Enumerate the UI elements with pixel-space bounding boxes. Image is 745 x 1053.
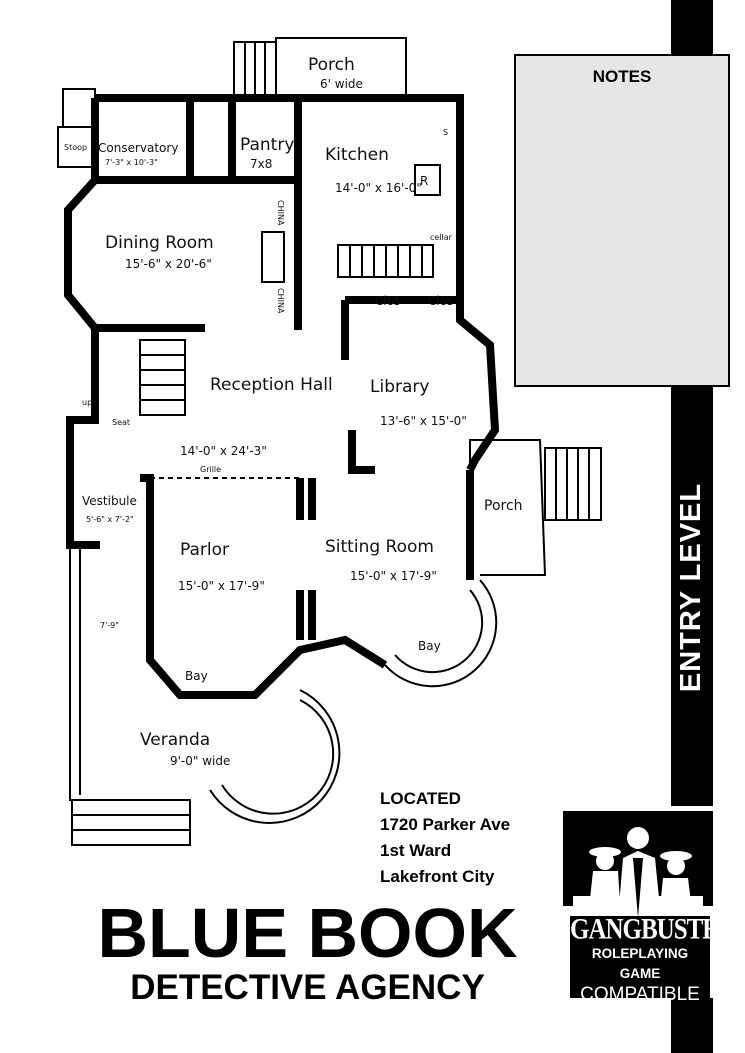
wall-north (95, 94, 464, 240)
notes-box[interactable]: NOTES (514, 54, 730, 387)
svg-text:7'-9": 7'-9" (100, 621, 119, 630)
room-label-parlor: Parlor (180, 540, 229, 560)
room-label-pantry: Pantry (240, 135, 294, 155)
room-label-sitting-room: Sitting Room (325, 537, 434, 557)
svg-text:7x8: 7x8 (250, 157, 272, 171)
svg-text:Stoop: Stoop (64, 143, 87, 152)
gangsters-silhouette-icon (563, 811, 713, 918)
svg-text:Clos: Clos (428, 294, 453, 308)
svg-text:Seat: Seat (112, 418, 130, 427)
location-address: 1720 Parker Ave (380, 815, 511, 834)
svg-text:6' wide: 6' wide (320, 77, 363, 91)
svg-text:7'-3" x 10'-3": 7'-3" x 10'-3" (105, 158, 158, 167)
location-ward: 1st Ward (380, 841, 452, 860)
svg-text:13'-6" x 15'-0": 13'-6" x 15'-0" (380, 414, 467, 428)
room-label-conservatory: Conservatory (98, 141, 178, 155)
svg-text:Bay: Bay (418, 639, 441, 653)
title-main: BLUE BOOK (97, 894, 518, 972)
entry-level-label: ENTRY LEVEL (675, 482, 708, 693)
location-heading: LOCATED (380, 789, 461, 808)
svg-text:up: up (82, 398, 92, 407)
room-label-library: Library (370, 377, 429, 397)
gangbusters-logo: GANGBUSTERS ROLEPLAYING GAME COMPATIBLE (563, 806, 745, 1005)
svg-text:R: R (420, 174, 428, 188)
svg-text:15'-0" x 17'-9": 15'-0" x 17'-9" (178, 579, 265, 593)
title-sub: DETECTIVE AGENCY (130, 968, 485, 1007)
room-label-kitchen: Kitchen (325, 145, 389, 165)
room-label-veranda: Veranda (140, 730, 210, 750)
svg-text:15'-6" x 20'-6": 15'-6" x 20'-6" (125, 257, 212, 271)
svg-text:CHINA: CHINA (276, 200, 285, 226)
room-label-vestibule: Vestibule (82, 494, 137, 508)
room-label-dining-room: Dining Room (105, 233, 214, 253)
notes-title: NOTES (592, 67, 652, 86)
svg-text:15'-0" x 17'-9": 15'-0" x 17'-9" (350, 569, 437, 583)
svg-text:Bay: Bay (185, 669, 208, 683)
svg-text:9'-0" wide: 9'-0" wide (170, 754, 230, 768)
side-label: ENTRY LEVEL (671, 460, 713, 715)
location-block: LOCATED 1720 Parker Ave 1st Ward Lakefro… (380, 786, 510, 890)
room-label-reception-hall: Reception Hall (210, 375, 333, 395)
room-label-porch: Porch (308, 55, 355, 75)
svg-text:14'-0" x 16'-0": 14'-0" x 16'-0" (335, 181, 422, 195)
svg-text:CHINA: CHINA (276, 288, 285, 314)
svg-text:5'-6" x 7'-2": 5'-6" x 7'-2" (86, 515, 134, 524)
svg-text:S: S (443, 128, 448, 137)
room-label-side-porch: Porch (484, 498, 523, 514)
svg-text:Grille: Grille (200, 465, 221, 474)
svg-text:14'-0" x 24'-3": 14'-0" x 24'-3" (180, 444, 267, 458)
svg-text:cellar: cellar (430, 233, 453, 242)
svg-text:Clos: Clos (375, 294, 400, 308)
location-city: Lakefront City (380, 867, 495, 886)
